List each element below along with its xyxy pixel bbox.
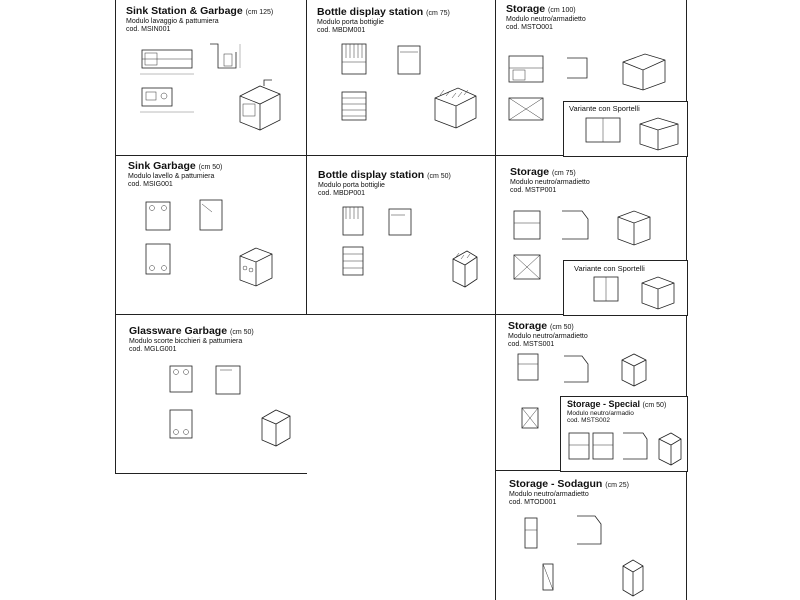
- divider-v3: [495, 0, 496, 600]
- drawing-storage-special: [568, 432, 682, 466]
- panel-code: cod. MSTP001: [510, 187, 557, 194]
- panel-title-sink-station: Sink Station & Garbage (cm 125): [126, 5, 274, 17]
- divider-v1: [115, 0, 116, 473]
- variant-title: Variante con Sportelli: [574, 264, 645, 273]
- panel-subtitle: Modulo lavello & pattumiera: [128, 173, 215, 180]
- panel-code: cod. MSTS001: [508, 341, 555, 348]
- drawing-storage-50: [512, 350, 652, 445]
- panel-code: cod. MBDP001: [318, 190, 366, 197]
- panel-code: cod. MGLG001: [129, 346, 177, 353]
- panel-title-glassware-garbage: Glassware Garbage (cm 50): [129, 325, 254, 337]
- variant-box-storage-100: Variante con Sportelli: [563, 101, 688, 157]
- variant-title: Variante con Sportelli: [569, 104, 640, 113]
- panel-title-storage-75: Storage (cm 75): [510, 166, 576, 178]
- drawing-storage-sodagun: [515, 508, 655, 598]
- variant-box-storage-special: Storage - Special (cm 50) Modulo neutro/…: [560, 396, 688, 472]
- divider-h1: [115, 155, 687, 156]
- divider-h3: [115, 473, 307, 474]
- variant-box-storage-75: Variante con Sportelli: [563, 260, 688, 316]
- panel-title-storage-special: Storage - Special (cm 50): [567, 399, 667, 409]
- panel-title-sink-garbage: Sink Garbage (cm 50): [128, 160, 223, 172]
- drawing-storage-100: [505, 48, 680, 128]
- panel-title-storage-100: Storage (cm 100): [506, 3, 576, 15]
- panel-code: cod. MSTO001: [506, 24, 553, 31]
- panel-title-bottle-display-75: Bottle display station (cm 75): [317, 6, 450, 18]
- panel-code: cod. MSTS002: [567, 417, 610, 424]
- divider-v2: [306, 0, 307, 314]
- panel-title-storage-50: Storage (cm 50): [508, 320, 574, 332]
- panel-subtitle: Modulo neutro/armadietto: [506, 16, 586, 23]
- panel-subtitle: Modulo neutro/armadietto: [509, 491, 589, 498]
- panel-subtitle: Modulo scorte bicchieri & pattumiera: [129, 338, 243, 345]
- panel-subtitle: Modulo neutro/armadio: [567, 410, 634, 417]
- variant-drawing: [593, 276, 675, 310]
- panel-title-storage-sodagun: Storage - Sodagun (cm 25): [509, 478, 629, 490]
- drawing-sink-garbage: [140, 198, 290, 288]
- panel-subtitle: Modulo porta bottiglie: [318, 182, 385, 189]
- panel-code: cod. MTOD001: [509, 499, 557, 506]
- panel-subtitle: Modulo porta bottiglie: [317, 19, 384, 26]
- panel-subtitle: Modulo lavaggio & pattumiera: [126, 18, 219, 25]
- drawing-sink-station: [140, 38, 300, 138]
- drawing-storage-75: [508, 207, 658, 287]
- drawing-bottle-display-75: [340, 40, 480, 135]
- variant-drawing: [585, 117, 679, 151]
- divider-h2: [115, 314, 687, 315]
- panel-code: cod. MSIN001: [126, 26, 171, 33]
- panel-code: cod. MSIG001: [128, 181, 173, 188]
- panel-subtitle: Modulo neutro/armadietto: [508, 333, 588, 340]
- panel-code: cod. MBDM001: [317, 27, 366, 34]
- drawing-glassware-garbage: [160, 362, 295, 452]
- drawing-bottle-display-50: [335, 203, 480, 293]
- panel-title-bottle-display-50: Bottle display station (cm 50): [318, 169, 451, 181]
- panel-subtitle: Modulo neutro/armadietto: [510, 179, 590, 186]
